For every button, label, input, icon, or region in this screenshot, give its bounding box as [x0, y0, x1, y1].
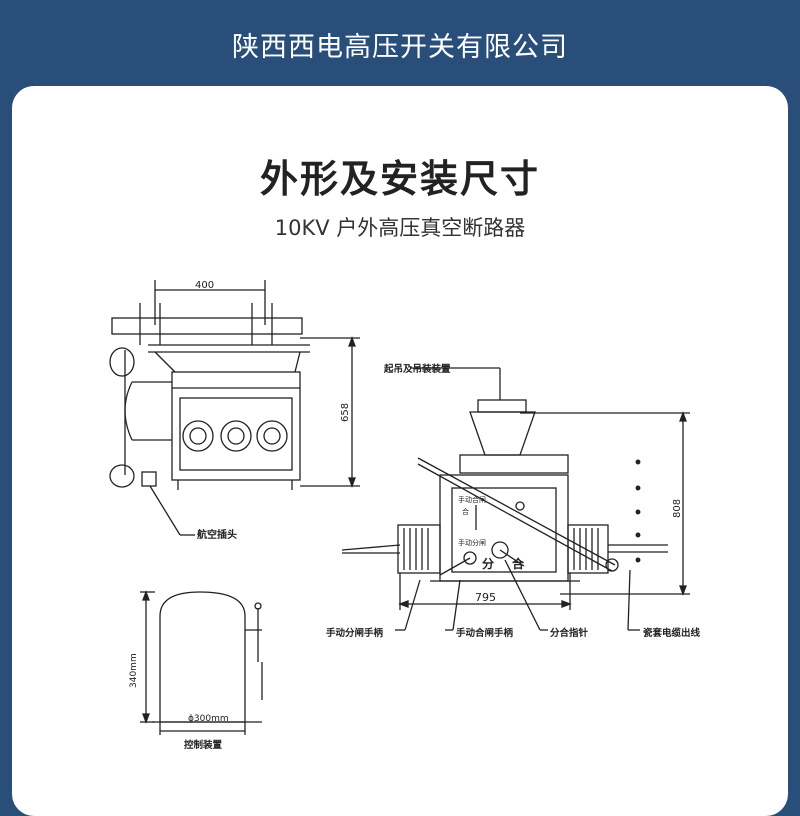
- label-lifting: 起吊及吊装装置: [383, 363, 451, 375]
- panel-text-3: 手动分闸: [458, 538, 486, 547]
- side-view: [341, 367, 690, 631]
- label-control: 控制装置: [184, 739, 223, 751]
- dim-diameter-control: ɸ300mm: [188, 714, 229, 724]
- label-manual-open: 手动分闸手柄: [326, 627, 384, 639]
- control-device-view: [140, 590, 263, 735]
- company-name: 陕西西电高压开关有限公司: [232, 31, 568, 63]
- indicator-close: 合: [512, 556, 525, 571]
- dim-width-top: 400: [195, 280, 214, 291]
- indicator-open: 分: [482, 556, 494, 571]
- dim-height-right: 808: [672, 499, 683, 518]
- label-indicator: 分合指针: [550, 627, 589, 639]
- label-cable-outlet: 瓷套电缆出线: [643, 627, 701, 639]
- page-subtitle: 10KV 户外高压真空断路器: [274, 216, 526, 240]
- front-view: [109, 280, 360, 536]
- dim-height-left: 658: [340, 403, 351, 422]
- panel-text-2: 合: [462, 507, 469, 516]
- label-plug: 航空插头: [197, 528, 237, 541]
- company-header: 陕西西电高压开关有限公司: [0, 0, 800, 88]
- panel-text-1: 手动合闸: [458, 495, 486, 504]
- label-manual-close: 手动合闸手柄: [456, 627, 514, 639]
- dim-width-bottom: 795: [475, 591, 496, 604]
- page-title: 外形及安装尺寸: [259, 157, 540, 201]
- content-card: 外形及安装尺寸 10KV 户外高压真空断路器: [12, 86, 788, 816]
- dim-height-control: 340mm: [129, 653, 139, 688]
